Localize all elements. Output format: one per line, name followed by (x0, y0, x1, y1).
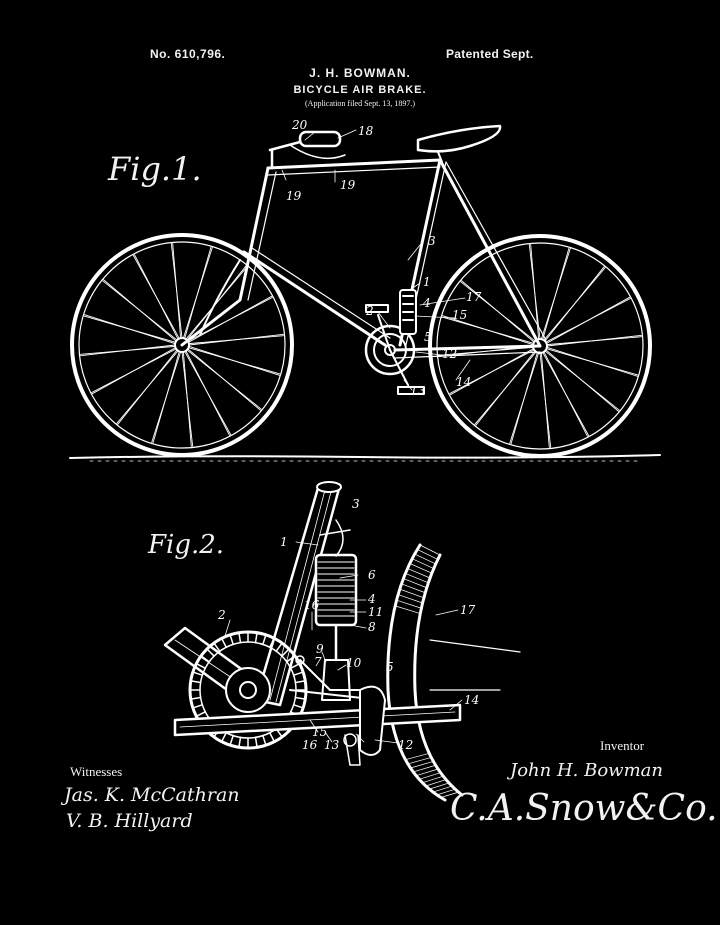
invention-title: BICYCLE AIR BRAKE. (293, 84, 427, 96)
bicycle-frame (180, 158, 547, 359)
ref-numeral: 19 (340, 178, 356, 192)
rear-wheel (70, 233, 294, 457)
ref-numeral: 17 (466, 290, 482, 304)
ref-numeral: 14 (456, 375, 472, 389)
patent-date: Patented Sept. (446, 47, 534, 61)
ref-numeral: 10 (346, 656, 362, 670)
figure-2-label: Fig.2. (148, 530, 225, 560)
saddle (416, 124, 502, 153)
ground-line (69, 454, 661, 459)
ref-numeral: 20 (292, 118, 308, 132)
ref-numeral: 18 (358, 124, 374, 138)
ref-numeral: 4 (423, 296, 431, 310)
ref-numeral: 1 (423, 275, 431, 289)
ref-numeral: 12 (442, 347, 458, 361)
ref-numeral: 9 (316, 642, 324, 656)
agent-signature: C.A.Snow&Co. (450, 788, 718, 829)
witness-1-signature: Jas. K. McCathran (64, 784, 240, 806)
ref-numeral: 1 (280, 535, 288, 549)
ref-numeral: 4 (368, 592, 376, 606)
ref-numeral: 6 (368, 568, 376, 582)
ref-numeral: 15 (452, 308, 468, 322)
ref-numeral: 13 (410, 384, 426, 398)
ref-numeral: 2 (366, 304, 374, 318)
ref-numeral: 2 (218, 608, 226, 622)
ref-numeral: 16 (302, 738, 318, 752)
ref-numeral: 3 (428, 234, 436, 248)
crank-assembly (364, 289, 425, 395)
inventor-signature: John H. Bowman (510, 760, 663, 781)
ref-numeral: 5 (424, 330, 432, 344)
ref-numeral: 3 (352, 497, 360, 511)
filing-date: (Application filed Sept. 13, 1897.) (305, 99, 415, 108)
inventor-label: Inventor (600, 738, 645, 753)
handlebar (268, 130, 346, 170)
figure-1-label: Fig.1. (108, 150, 202, 188)
witnesses-label: Witnesses (70, 764, 123, 779)
ref-numeral: 12 (398, 738, 414, 752)
ref-numeral: 19 (286, 189, 302, 203)
witness-2-signature: V. B. Hillyard (66, 810, 193, 832)
ref-numeral: 17 (460, 603, 476, 617)
ref-numeral: 11 (368, 605, 384, 619)
ref-numeral: 14 (464, 693, 480, 707)
ref-numeral: 16 (304, 598, 320, 612)
inventor-heading: J. H. BOWMAN. (309, 66, 411, 80)
ref-numeral: 8 (368, 620, 376, 634)
ref-numeral: 7 (314, 655, 322, 669)
ref-numeral: 15 (312, 725, 328, 739)
patent-number: No. 610,796. (150, 47, 226, 61)
ref-numeral: 5 (386, 660, 394, 674)
fig2-detail (163, 481, 521, 802)
ref-numeral: 13 (324, 738, 340, 752)
